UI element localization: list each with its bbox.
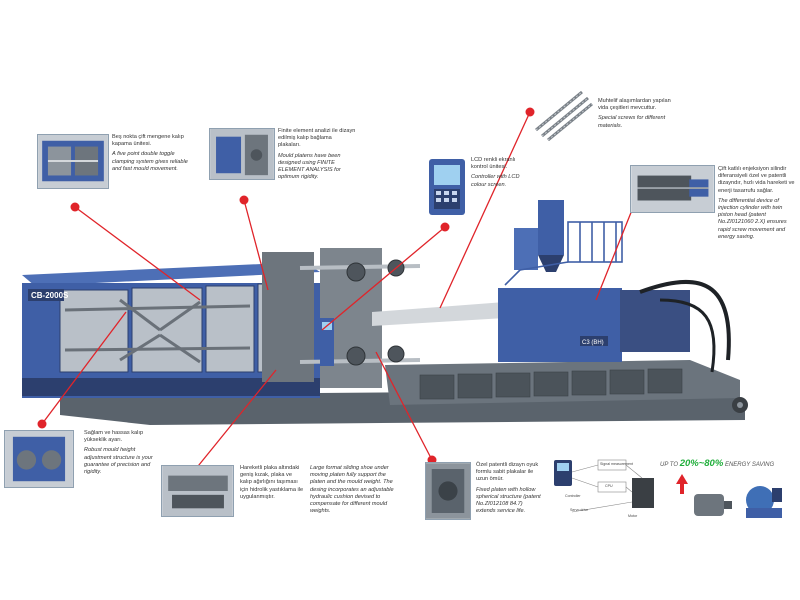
injection-logo: C3 (BH) <box>582 340 604 346</box>
platform-railing <box>504 221 623 286</box>
callout-screws: Muhtelif alaşımlardan yapılan vida çeşit… <box>598 98 674 130</box>
thumb-fixed-platen <box>425 462 471 520</box>
thumb-platens <box>209 128 275 180</box>
hydraulic-hose <box>639 279 731 361</box>
energy-percent: 20%~80% <box>679 458 724 469</box>
clamp-housing-base <box>22 378 320 396</box>
callout-fixed-tr: Özel patentli dizayn oyuk formlu sabit p… <box>476 462 539 483</box>
lcd-controller-icon <box>429 159 465 215</box>
thumb-sliding-shoe <box>161 465 234 517</box>
leader-platens <box>243 199 269 291</box>
injection-photo-icon <box>631 166 714 212</box>
hopper-cone <box>538 255 564 272</box>
callout-injection-en: The differential device of injection cyl… <box>718 197 787 240</box>
callout-height: Sağlam ve hassas kalıp yükseklik ayarı. … <box>84 430 158 476</box>
callout-sliding-tr: Hareketli plaka altındaki geniş kızak, p… <box>240 465 304 501</box>
energy-suffix: ENERGY SAVING <box>724 462 775 468</box>
callout-platens: Finite element analizi ile dizayn edilmi… <box>278 128 356 181</box>
leader-height <box>41 311 127 425</box>
wheel-hub <box>737 402 743 408</box>
fixed-platen-photo-icon <box>426 463 470 519</box>
platen-photo-icon <box>210 129 274 179</box>
callout-fixed-en: Fixed platen with hollow spherical struc… <box>476 486 541 515</box>
clamp-housing-roof <box>22 262 320 286</box>
callout-toggle-en: A five point double toggle clamping syst… <box>112 151 188 172</box>
flow-label-controller: Controller <box>565 494 581 498</box>
callout-lcd: LCD renkli ekranlı kontrol ünitesi. Cont… <box>471 157 533 189</box>
callout-toggle: Beş nokta çift mengene kalıp kapama ünit… <box>112 134 188 173</box>
toggle-photo-icon <box>38 135 108 188</box>
dot-screws <box>525 107 535 117</box>
inverter-screen <box>557 463 569 471</box>
thumb-lcd-controller <box>427 157 467 217</box>
leader-lcd <box>321 226 446 331</box>
energy-prefix: UP TO <box>660 462 679 468</box>
injection-unit <box>498 288 622 362</box>
callout-platens-en: Mould platens have been designed using F… <box>278 152 341 181</box>
injection-logo-plate <box>580 336 608 346</box>
hopper <box>538 200 564 255</box>
callout-lcd-en: Controller with LCD colour screen. <box>471 174 520 188</box>
brand-plate <box>28 289 64 301</box>
mould-height-photo-icon <box>5 431 73 487</box>
hopper-dryer <box>514 228 538 270</box>
callout-sliding-tr-text: Hareketli plaka altındaki geniş kızak, p… <box>240 465 304 500</box>
leader-screws <box>439 111 531 309</box>
callout-platens-tr: Finite element analizi ile dizayn edilmi… <box>278 128 356 149</box>
callout-injection: Çift katlılı enjeksiyon silindir diferan… <box>718 166 798 241</box>
flow-label-motor: Motor <box>628 514 638 518</box>
callout-height-tr: Sağlam ve hassas kalıp yükseklik ayarı. <box>84 430 144 444</box>
dot-lcd <box>440 222 450 232</box>
leader-sliding <box>189 369 277 477</box>
callout-sliding-en: Large format sliding shoe under moving p… <box>310 465 400 515</box>
callout-lcd-tr: LCD renkli ekranlı kontrol ünitesi. <box>471 157 516 171</box>
callout-screws-en: Special screws for different materials. <box>598 115 666 129</box>
callout-height-en: Robust mould height adjustment structure… <box>84 447 153 476</box>
energy-flow-diagram <box>554 459 654 513</box>
servo-drive-icon <box>632 478 654 508</box>
leader-fixed <box>375 351 433 461</box>
injection-barrel <box>372 302 505 326</box>
thumb-toggle-system <box>37 134 109 189</box>
toggle-mechanism <box>64 298 251 364</box>
bed-panels <box>419 368 683 400</box>
dot-toggle <box>70 202 80 212</box>
thumb-screws <box>532 86 594 141</box>
callout-injection-tr: Çift katlılı enjeksiyon silindir diferan… <box>718 166 795 194</box>
dot-height <box>37 419 47 429</box>
screws-photo-icon <box>535 90 593 141</box>
thumb-mould-height <box>4 430 74 488</box>
callout-screws-tr: Muhtelif alaşımlardan yapılan vida çeşit… <box>598 98 671 112</box>
thumb-injection <box>630 165 715 213</box>
callout-toggle-tr: Beş nokta çift mengene kalıp kapama ünit… <box>112 134 184 148</box>
energy-saving-label: UP TO 20%~80% ENERGY SAVING <box>660 458 774 469</box>
flow-label-cpu: CPU <box>605 484 613 488</box>
hydraulic-hose-2 <box>659 298 716 373</box>
sliding-shoe-photo-icon <box>162 466 233 516</box>
servo-motor-icon <box>694 494 732 516</box>
callout-fixed: Özel patentli dizayn oyuk formlu sabit p… <box>476 462 542 515</box>
up-arrow-icon <box>676 474 688 494</box>
leader-toggle <box>74 206 201 301</box>
flow-label-servo: Servo drive <box>570 508 589 512</box>
energy-motors <box>676 474 782 518</box>
flow-label-signal: Signal measurement <box>600 462 633 466</box>
callout-sliding-en-text: Large format sliding shoe under moving p… <box>310 465 394 515</box>
pump-motor-icon <box>746 486 782 518</box>
brand-label: CB-2000S <box>31 291 69 300</box>
dot-platens <box>239 195 249 205</box>
